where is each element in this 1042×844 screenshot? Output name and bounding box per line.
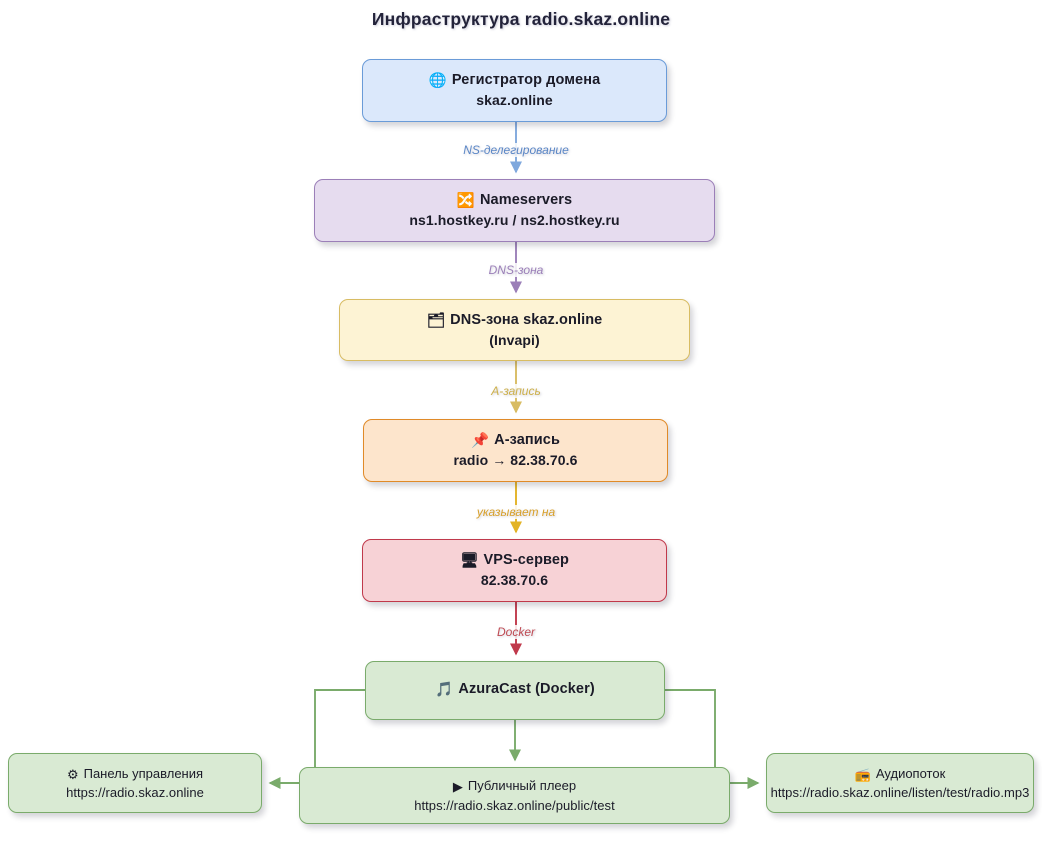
node-azuracast[interactable]: 🎵AzuraCast (Docker) — [365, 661, 665, 720]
node-stream-url: https://radio.skaz.online/listen/test/ra… — [770, 785, 1030, 800]
node-panel-title-line: ⚙Панель управления — [67, 765, 203, 784]
gear-icon: ⚙ — [66, 767, 79, 783]
radio-icon: 📻 — [854, 767, 871, 783]
node-nameservers-title: Nameservers — [479, 192, 573, 209]
node-panel-url: https://radio.skaz.online — [66, 785, 204, 800]
node-vps-sub: 82.38.70.6 — [480, 572, 549, 589]
node-stream-title-line: 📻Аудиопоток — [855, 765, 946, 784]
node-vps-title: VPS-сервер — [483, 552, 569, 569]
pushpin-icon: 📌 — [471, 433, 490, 450]
shuffle-icon: 🔀 — [456, 193, 475, 210]
edge-label-points-to: указывает на — [474, 505, 558, 519]
node-vps-server[interactable]: 🖥VPS-сервер 82.38.70.6 — [362, 539, 667, 602]
node-registrar-title: Регистратор домена — [451, 72, 601, 89]
node-arecord-title-line: 📌A-запись — [471, 431, 560, 451]
node-stream-title: Аудиопоток — [875, 765, 946, 781]
node-player-title-line: ▶Публичный плеер — [453, 777, 576, 796]
node-registrar-sub: skaz.online — [476, 92, 553, 109]
node-arecord-sub: radio → 82.38.70.6 — [453, 452, 578, 469]
edge-label-a-record: A-запись — [489, 384, 543, 398]
node-player-url: https://radio.skaz.online/public/test — [414, 797, 615, 813]
node-public-player[interactable]: ▶Публичный плеер https://radio.skaz.onli… — [299, 767, 730, 824]
node-domain-registrar[interactable]: 🌐Регистратор домена skaz.online — [362, 59, 667, 122]
server-icon: 🖥 — [460, 553, 479, 570]
music-note-icon: 🎵 — [435, 682, 454, 699]
node-azuracast-title-line: 🎵AzuraCast (Docker) — [435, 680, 595, 700]
edge-label-dns-zone: DNS-зона — [486, 263, 546, 277]
page-title: Инфраструктура radio.skaz.online — [371, 9, 671, 29]
node-vps-title-line: 🖥VPS-сервер — [460, 551, 569, 571]
node-dnszone-title-line: 🗂DNS-зона skaz.online — [427, 311, 603, 331]
edge-label-docker: Docker — [494, 625, 538, 639]
node-control-panel[interactable]: ⚙Панель управления https://radio.skaz.on… — [8, 753, 262, 813]
play-button-icon: ▶ — [452, 780, 463, 796]
edge-label-ns-delegation: NS-делегирование — [461, 143, 571, 157]
node-audio-stream[interactable]: 📻Аудиопоток https://radio.skaz.online/li… — [766, 753, 1034, 813]
node-azuracast-title: AzuraCast (Docker) — [458, 681, 595, 698]
node-player-title: Публичный плеер — [467, 778, 577, 794]
node-arecord-title: A-запись — [494, 432, 560, 449]
node-dnszone-title: DNS-зона skaz.online — [450, 311, 603, 328]
node-nameservers-sub: ns1.hostkey.ru / ns2.hostkey.ru — [409, 212, 620, 229]
folder-icon: 🗂 — [426, 312, 446, 329]
node-a-record[interactable]: 📌A-запись radio → 82.38.70.6 — [363, 419, 668, 482]
node-panel-title: Панель управления — [83, 765, 204, 781]
node-nameservers-title-line: 🔀Nameservers — [457, 191, 572, 211]
node-registrar-title-line: 🌐Регистратор домена — [429, 71, 601, 91]
node-dns-zone[interactable]: 🗂DNS-зона skaz.online (Invapi) — [339, 299, 690, 361]
node-dnszone-sub: (Invapi) — [489, 331, 540, 348]
globe-icon: 🌐 — [428, 73, 447, 90]
node-nameservers[interactable]: 🔀Nameservers ns1.hostkey.ru / ns2.hostke… — [314, 179, 715, 242]
